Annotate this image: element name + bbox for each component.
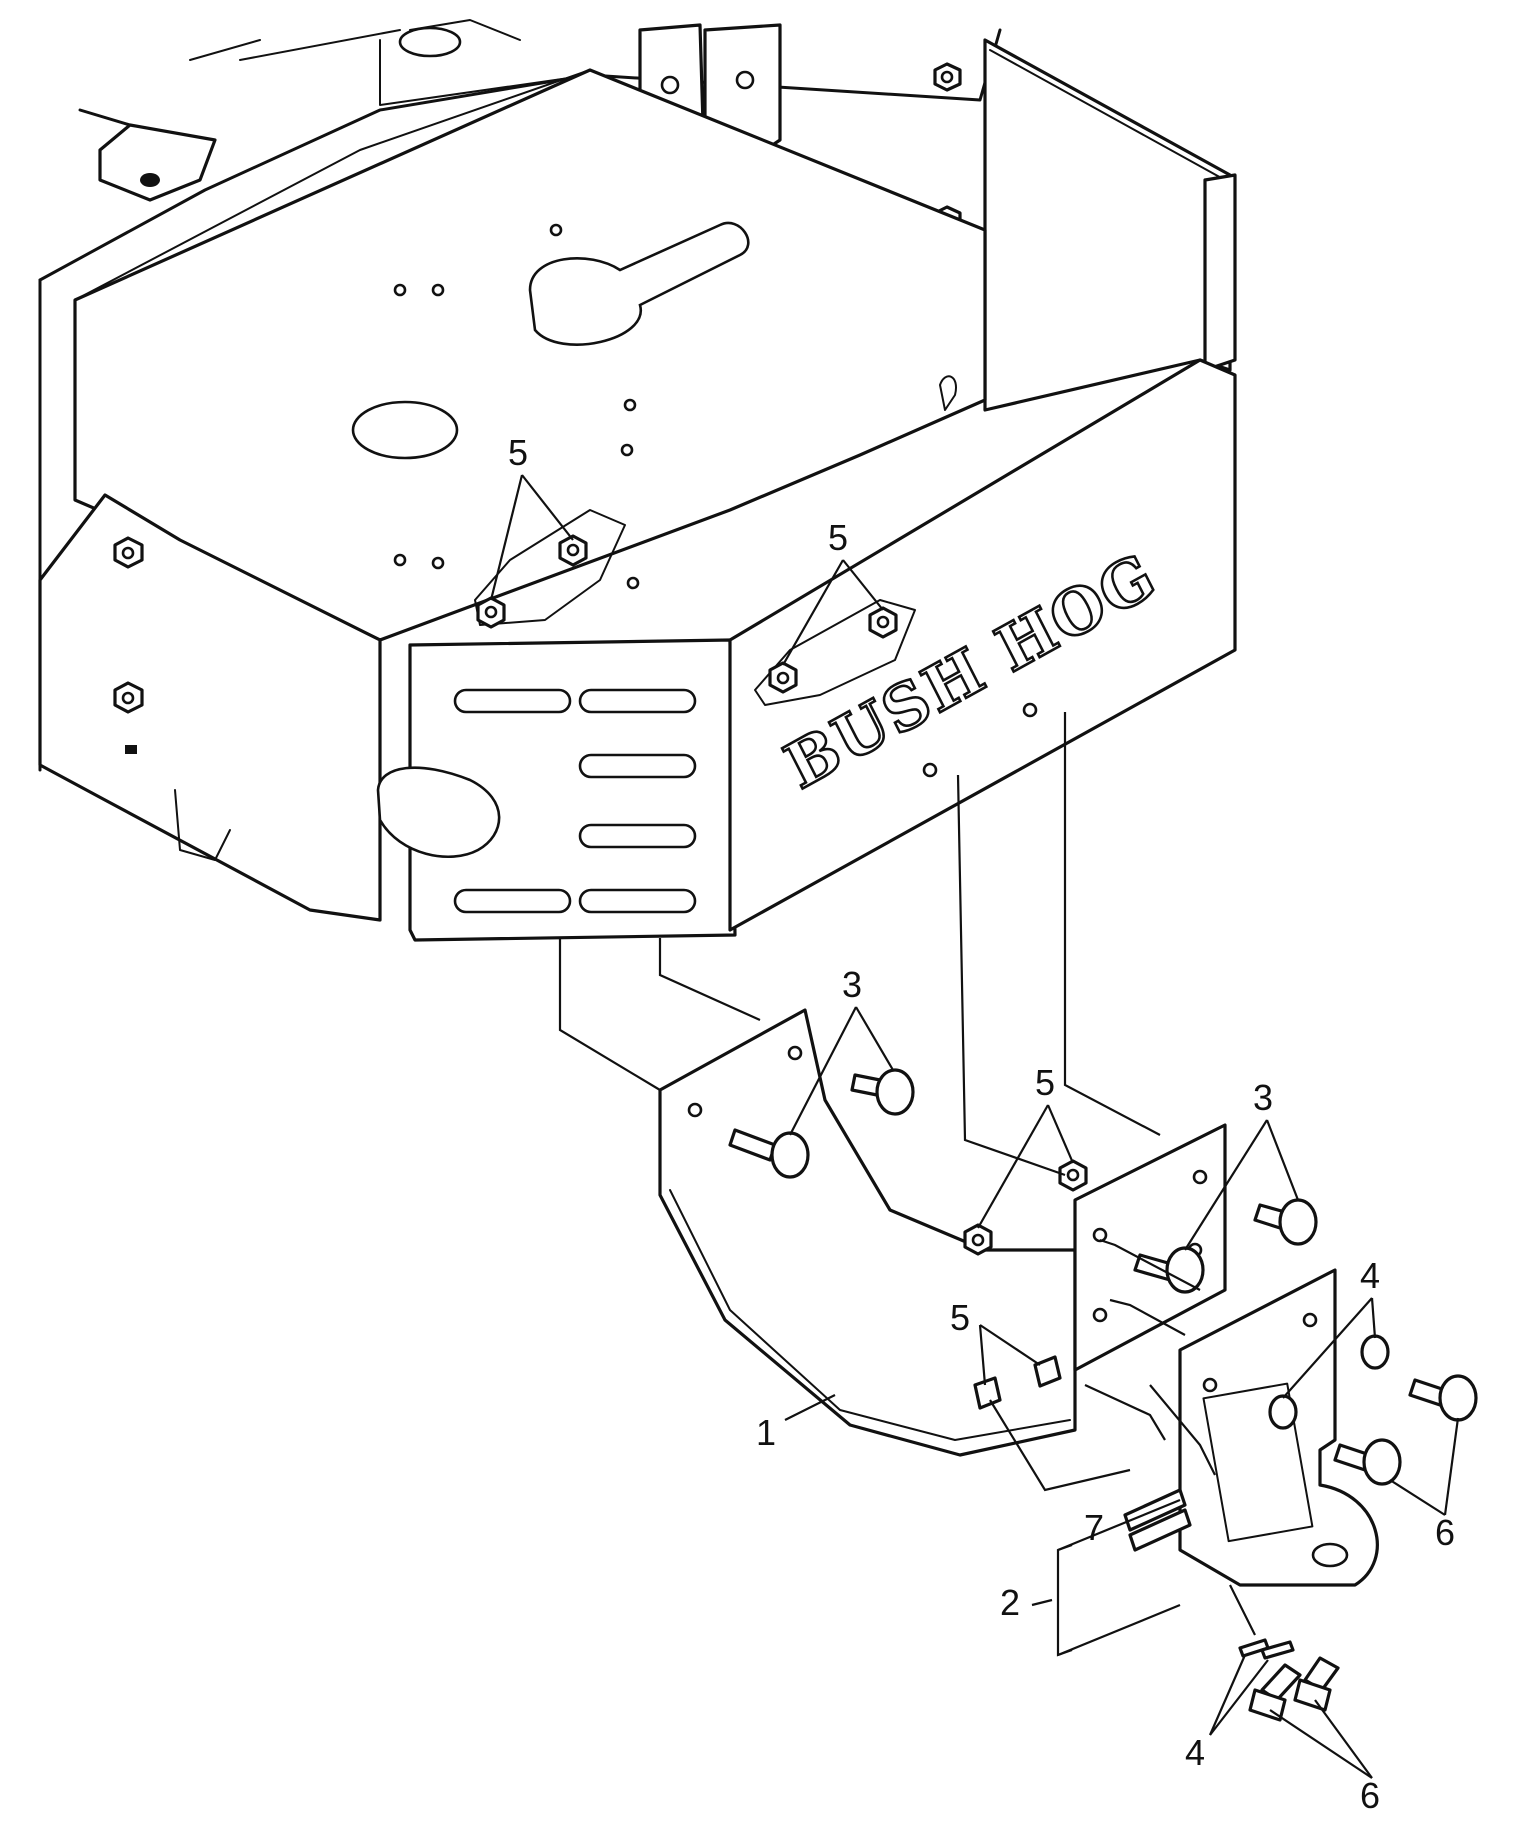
nut-5c-lower bbox=[963, 1223, 993, 1256]
bolt-6d bbox=[1293, 1656, 1340, 1712]
bolt-3d bbox=[1253, 1198, 1318, 1246]
callout-5a: 5 bbox=[508, 432, 528, 473]
callout-2: 2 bbox=[1000, 1582, 1020, 1623]
frame-nut-left-lower bbox=[113, 681, 144, 714]
callout-6b: 6 bbox=[1360, 1775, 1380, 1816]
bolt-6c bbox=[1248, 1663, 1302, 1722]
frame-nut-upper bbox=[933, 62, 962, 92]
callouts: 5 5 3 5 3 4 5 1 7 2 bbox=[489, 432, 1460, 1816]
hardware bbox=[728, 1068, 1478, 1722]
frame-nut-left-upper bbox=[113, 536, 144, 569]
callout-4a: 4 bbox=[1360, 1255, 1380, 1296]
callout-3b: 3 bbox=[1253, 1077, 1273, 1118]
frame-nut-5a-left bbox=[476, 596, 506, 629]
frame-nut-5a-right bbox=[558, 534, 588, 567]
assembly-lines bbox=[558, 712, 1256, 1636]
mower-frame: BUSH HOG bbox=[38, 19, 1237, 942]
callout-5d: 5 bbox=[950, 1297, 970, 1338]
bolt-6a bbox=[1408, 1374, 1478, 1422]
callout-5b: 5 bbox=[828, 517, 848, 558]
washer-4b bbox=[1268, 1394, 1298, 1430]
callout-3a: 3 bbox=[842, 964, 862, 1005]
bolt-3b bbox=[850, 1068, 915, 1116]
washer-4a bbox=[1360, 1334, 1390, 1370]
callout-6a: 6 bbox=[1435, 1512, 1455, 1553]
bolt-3a bbox=[728, 1128, 810, 1179]
u-bracket-part-1 bbox=[658, 1008, 1227, 1457]
callout-5c: 5 bbox=[1035, 1062, 1055, 1103]
callout-7: 7 bbox=[1084, 1507, 1104, 1548]
callout-1: 1 bbox=[756, 1412, 776, 1453]
bolt-6b bbox=[1333, 1438, 1402, 1486]
frame-nut-5b-left bbox=[768, 661, 798, 694]
callout-4b: 4 bbox=[1185, 1732, 1205, 1773]
frame-nut-5b-right bbox=[868, 606, 898, 639]
